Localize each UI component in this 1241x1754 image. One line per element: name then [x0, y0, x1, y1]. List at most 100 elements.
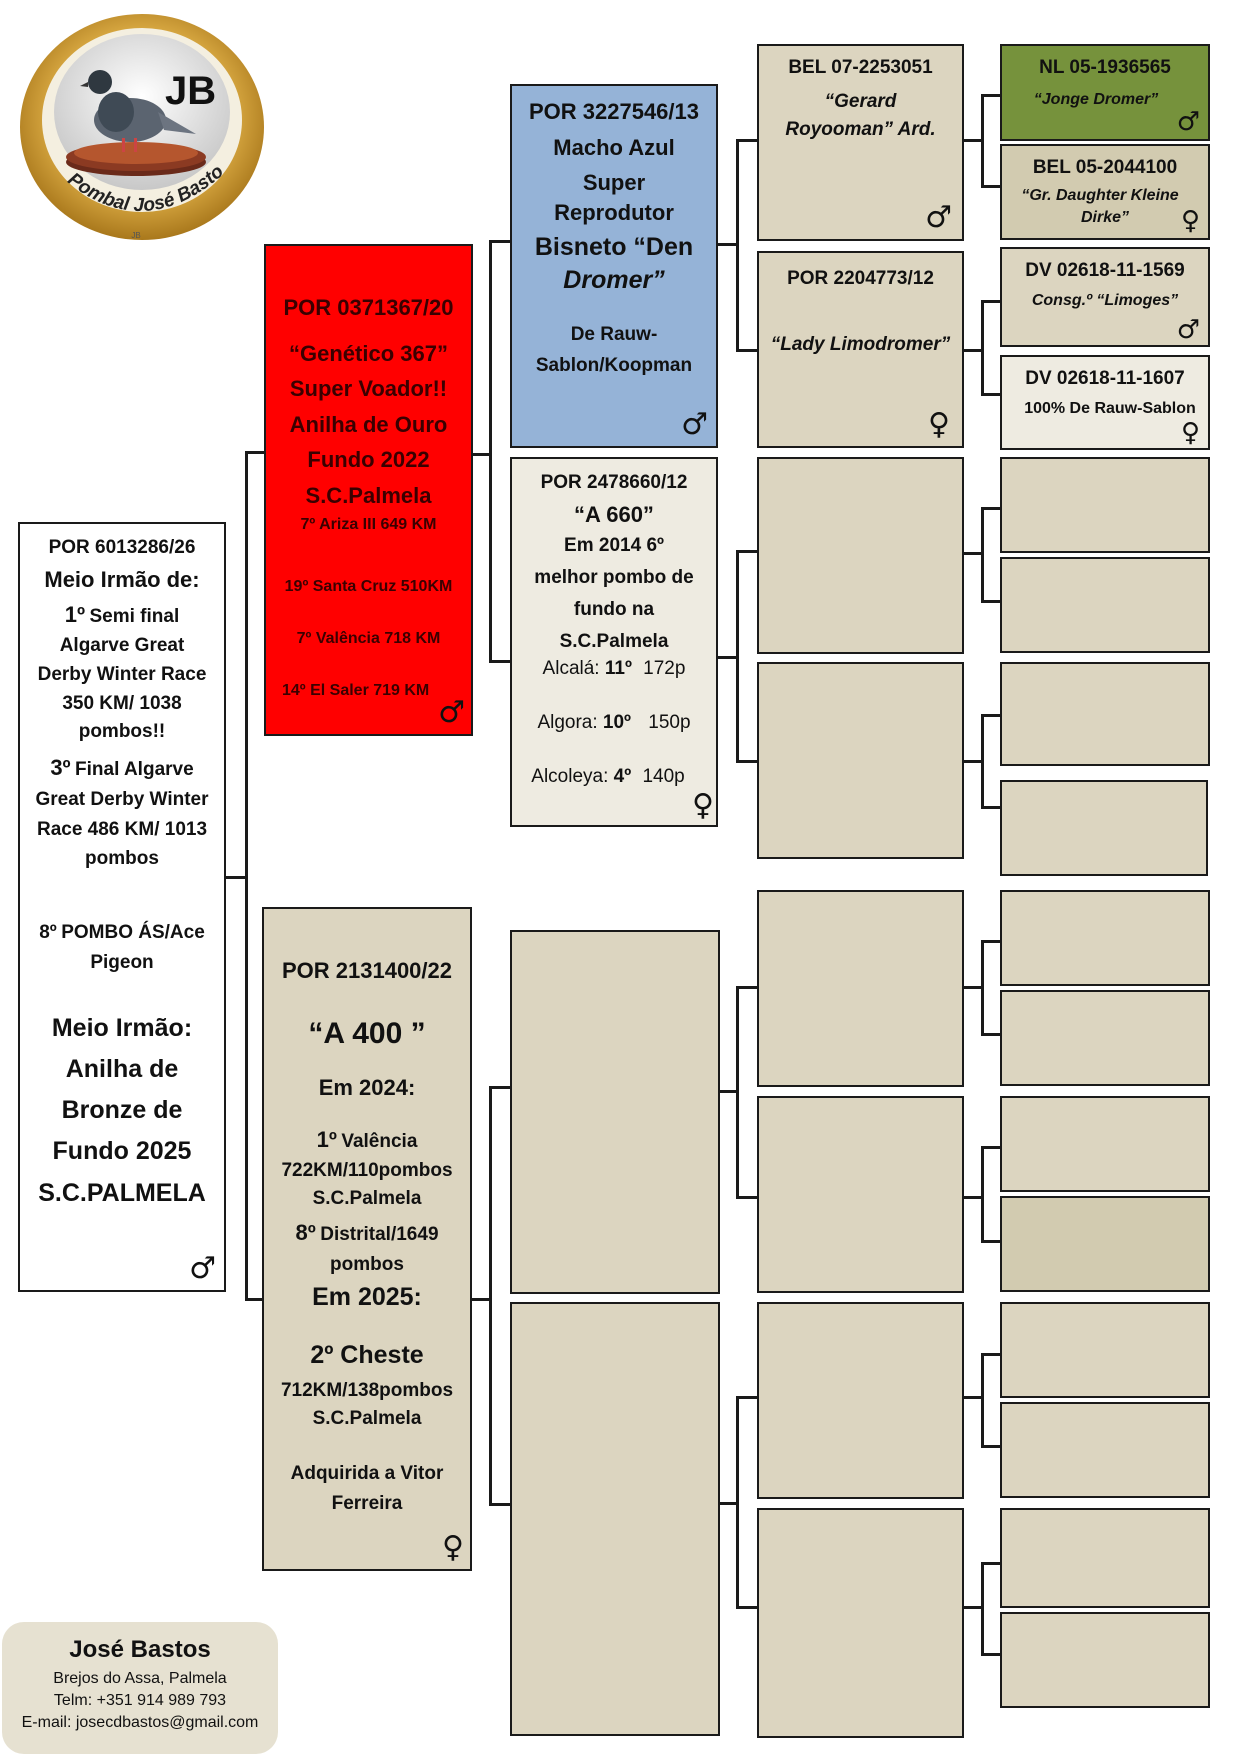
- club-logo: JB Pombal José Bastos JB: [13, 0, 266, 244]
- ss-line7: Sablon/Koopman: [535, 355, 693, 377]
- ss-line4: Bisneto “Den: [534, 233, 694, 261]
- sd-race-c: Alcoleya: 4º 140p: [512, 765, 716, 789]
- ssds-ring: DV 02618-11-1569: [1025, 260, 1185, 281]
- female-icon: ♀: [1180, 206, 1200, 236]
- male-icon: ♂: [438, 695, 465, 730]
- subject-result-2-place: 3º: [50, 755, 71, 780]
- sire-dam-card: POR 2478660/12 “A 660” Em 2014 6º melhor…: [510, 457, 718, 827]
- subject-result-3-line2: Pigeon: [90, 951, 154, 973]
- dam-year-2: Em 2025:: [312, 1283, 422, 1312]
- subject-pigeon-card: POR 6013286/26 Meio Irmão de: 1º Semi fi…: [18, 522, 226, 1292]
- gen4-card-empty: [1000, 1302, 1210, 1398]
- dam-result-2-line2: pombos: [330, 1253, 404, 1275]
- ssss-card: NL 05-1936565 “Jonge Dromer” ♂: [1000, 44, 1210, 141]
- owner-name: José Bastos: [69, 1636, 211, 1663]
- dam-dam-card-empty: [510, 1302, 720, 1736]
- ss-ring: POR 3227546/13: [528, 99, 700, 124]
- subject-half-brother-of: Meio Irmão de:: [44, 566, 200, 592]
- subject-result-1-text: Semi final: [89, 606, 180, 628]
- subject-bronze-line2: Anilha de: [65, 1054, 179, 1083]
- dam-card: POR 2131400/22 “A 400 ” Em 2024: 1º Valê…: [262, 907, 472, 1571]
- gen3-card-empty: [757, 1508, 964, 1738]
- female-icon: ♀: [1180, 418, 1200, 448]
- logo-emblem: JB Pombal José Bastos JB: [13, 0, 264, 240]
- sire-line1: Super Voador!!: [289, 376, 448, 401]
- logo-mark: JB: [131, 231, 140, 240]
- sire-result-4: 14º El Saler 719 KM: [282, 682, 430, 699]
- owner-address: Brejos do Assa, Palmela: [53, 1670, 227, 1687]
- sire-line3: Fundo 2022: [307, 447, 430, 472]
- gen4-card-empty: [1000, 1612, 1210, 1708]
- gen4-card-empty: [1000, 457, 1210, 553]
- gen4-card-empty: [1000, 1508, 1210, 1608]
- ssds-name: Consg.º “Limoges”: [1031, 291, 1179, 309]
- dam-acquired-line2: Ferreira: [331, 1493, 403, 1514]
- sd-race-a-place: 11º: [604, 658, 632, 680]
- sd-race-b: Algora: 10º 150p: [512, 711, 716, 735]
- subject-result-3-text: POMBO ÁS/Ace: [61, 922, 205, 943]
- subject-result-2-line2: Great Derby Winter: [35, 788, 209, 810]
- dam-result-1-line3: S.C.Palmela: [312, 1188, 422, 1209]
- male-icon: ♂: [925, 200, 952, 235]
- sire-ring: POR 0371367/20: [283, 295, 454, 320]
- sd-line1: Em 2014 6º: [564, 535, 664, 557]
- ssss-ring: NL 05-1936565: [1039, 57, 1171, 78]
- sd-name: “A 660”: [574, 501, 654, 527]
- sire-line4: S.C.Palmela: [305, 482, 432, 508]
- sd-race-a: Alcalá: 11º 172p: [512, 657, 716, 681]
- sd-race-b-place: 10º: [602, 712, 631, 733]
- sire-result-3: 7º Valência 718 KM: [296, 630, 441, 647]
- dam-result-1-place: 1º: [316, 1126, 337, 1152]
- subject-result-1-line2: Algarve Great: [59, 635, 185, 656]
- sire-name: “Genético 367”: [289, 340, 448, 366]
- dam-year-1: Em 2024:: [318, 1075, 416, 1100]
- sire-result-1: 7º Ariza III 649 KM: [300, 516, 437, 533]
- sd-race-c-place: 4º: [613, 765, 632, 787]
- sssd-name-line1: “Gr. Daughter Kleine: [1021, 186, 1179, 204]
- dam-result-3: 2º Cheste: [310, 1340, 424, 1369]
- dam-result-2-text: Distrital/1649: [320, 1223, 439, 1245]
- ss-line1: Macho Azul: [553, 134, 675, 160]
- ssd-name: “Lady Limodromer”: [770, 333, 951, 355]
- dam-result-2-place: 8º: [295, 1219, 316, 1245]
- sd-race-a-name: Alcalá:: [542, 658, 600, 680]
- gen4-card-empty: [1000, 890, 1210, 986]
- male-icon: ♂: [681, 407, 708, 442]
- subject-result-1-line5: pombos!!: [78, 721, 166, 743]
- ssd-ring: POR 2204773/12: [787, 268, 934, 289]
- dam-acquired-line1: Adquirida a Vitor: [290, 1463, 444, 1485]
- sd-line3: fundo na: [573, 598, 655, 620]
- subject-result-2-line4: pombos: [85, 848, 159, 870]
- dam-result-1-line2: 722KM/110pombos: [281, 1160, 453, 1182]
- ssdd-ring: DV 02618-11-1607: [1025, 368, 1185, 389]
- subject-result-2-line3: Race 486 KM/ 1013: [36, 818, 208, 840]
- dam-sire-card-empty: [510, 930, 720, 1294]
- gen3-card-empty: [757, 662, 964, 859]
- subject-bronze-line5: S.C.PALMELA: [38, 1178, 206, 1207]
- ssss-name: “Jonge Dromer”: [1033, 90, 1159, 108]
- female-icon: ♀: [442, 1530, 464, 1565]
- sssd-card: BEL 05-2044100 “Gr. Daughter Kleine Dirk…: [1000, 144, 1210, 240]
- subject-result-1-line4: 350 KM/ 1038: [62, 692, 182, 714]
- sd-race-c-count: 140p: [642, 765, 685, 787]
- female-icon: ♀: [692, 788, 714, 823]
- sssd-ring: BEL 05-2044100: [1032, 157, 1178, 178]
- sire-line2: Anilha de Ouro: [289, 411, 448, 437]
- owner-email[interactable]: E-mail: josecdbastos@gmail.com: [21, 1714, 259, 1731]
- sd-ring: POR 2478660/12: [540, 472, 688, 493]
- subject-bronze-line4: Fundo 2025: [52, 1137, 192, 1166]
- gen4-card-empty: [1000, 990, 1210, 1086]
- contact-card: José Bastos Brejos do Assa, Palmela Telm…: [2, 1622, 278, 1754]
- gen3-card-empty: [757, 457, 964, 654]
- gen4-card-empty: [1000, 780, 1208, 876]
- ssd-card: POR 2204773/12 “Lady Limodromer” ♀: [757, 251, 964, 448]
- sss-name-line1: “Gerard: [824, 90, 897, 112]
- sd-race-a-count: 172p: [643, 658, 686, 680]
- male-icon: ♂: [1176, 315, 1200, 345]
- sssd-name-line2: Dirke”: [1080, 208, 1130, 226]
- gen3-card-empty: [757, 1096, 964, 1293]
- male-icon: ♂: [189, 1251, 216, 1286]
- ss-line5: Dromer”: [563, 266, 665, 295]
- dam-result-1-text: Valência: [341, 1130, 418, 1152]
- ss-line6: De Rauw-: [570, 323, 658, 345]
